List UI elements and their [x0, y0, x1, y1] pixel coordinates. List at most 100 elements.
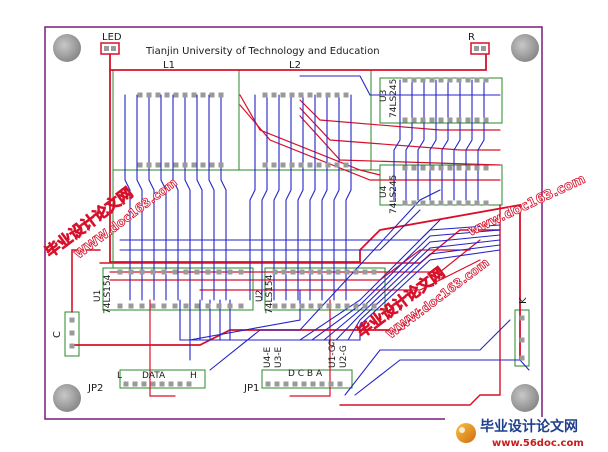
pad: [146, 92, 152, 98]
pad: [161, 303, 167, 309]
h-pin-label: H: [190, 371, 197, 381]
pad: [262, 162, 268, 168]
led-connector: [100, 42, 120, 55]
pad: [343, 162, 349, 168]
u3-part-label: 74LS245: [389, 79, 399, 118]
pad: [353, 303, 359, 309]
pad: [265, 381, 271, 387]
pad: [328, 381, 334, 387]
pad: [447, 165, 453, 171]
pad: [194, 303, 200, 309]
pad: [292, 381, 298, 387]
pad: [411, 117, 417, 123]
pad: [438, 77, 444, 83]
pad: [280, 92, 286, 98]
pad: [438, 165, 444, 171]
site-logo-icon: [456, 423, 476, 443]
u4-e-label: U4-E: [263, 346, 273, 368]
pad: [456, 117, 462, 123]
trace-red: [339, 204, 501, 406]
u3-label: U3: [379, 90, 389, 102]
pad: [238, 269, 244, 275]
pad: [137, 92, 143, 98]
u4-part-label: 74LS245: [389, 175, 399, 214]
trace-blue: [179, 224, 501, 341]
trace-blue: [184, 94, 191, 301]
pad: [173, 92, 179, 98]
pad: [168, 381, 174, 387]
pad: [344, 269, 350, 275]
pad: [308, 269, 314, 275]
pad: [155, 162, 161, 168]
l2-label: L2: [289, 60, 301, 71]
pad: [298, 162, 304, 168]
u2-g-label: U2-G: [339, 345, 349, 368]
pad: [172, 269, 178, 275]
pad: [429, 200, 435, 206]
pad: [402, 77, 408, 83]
pad: [301, 381, 307, 387]
pad: [474, 200, 480, 206]
pad: [319, 381, 325, 387]
c-label: C: [52, 331, 63, 338]
pad: [519, 355, 525, 361]
pad: [519, 337, 525, 343]
pad: [289, 162, 295, 168]
pad: [474, 117, 480, 123]
pad: [447, 77, 453, 83]
pad: [141, 381, 147, 387]
trace-blue: [393, 79, 401, 201]
board-outline: [44, 26, 543, 420]
pad: [483, 77, 489, 83]
pad: [316, 92, 322, 98]
pad: [519, 315, 525, 321]
trace-blue: [453, 79, 461, 201]
pad: [429, 77, 435, 83]
trace-blue: [465, 79, 473, 201]
pad: [194, 269, 200, 275]
pad: [159, 381, 165, 387]
pad: [474, 77, 480, 83]
pad: [146, 162, 152, 168]
pad: [290, 269, 296, 275]
pad: [326, 303, 332, 309]
pad: [280, 162, 286, 168]
trace-blue: [160, 94, 167, 301]
g-pins-label: G: [328, 339, 335, 349]
r-connector: [470, 42, 490, 55]
k-label: K: [518, 297, 529, 304]
trace-blue: [441, 79, 449, 201]
u4-label: U4: [379, 185, 389, 198]
u3-e-label: U3-E: [274, 346, 284, 368]
trace-blue: [429, 79, 437, 201]
trace-blue: [354, 359, 530, 396]
trace-blue: [208, 94, 215, 301]
led-label: LED: [102, 32, 122, 43]
trace-blue: [229, 249, 501, 341]
pad: [191, 92, 197, 98]
pad: [289, 92, 295, 98]
pad: [281, 269, 287, 275]
pad: [362, 303, 368, 309]
pad: [281, 303, 287, 309]
trace-blue: [172, 94, 179, 301]
pad: [420, 165, 426, 171]
trace-blue: [220, 94, 227, 301]
u1-g-label: U1-G: [328, 345, 338, 368]
pad: [128, 303, 134, 309]
pad: [172, 303, 178, 309]
pad: [117, 269, 123, 275]
pad: [164, 92, 170, 98]
pad: [173, 162, 179, 168]
pad: [139, 269, 145, 275]
trace-red: [299, 99, 501, 131]
jp2-label: JP2: [87, 383, 103, 394]
pad: [402, 165, 408, 171]
pad: [183, 303, 189, 309]
pad: [307, 92, 313, 98]
mount-hole-top-left: [53, 34, 81, 62]
pad: [274, 381, 280, 387]
trace-blue: [148, 94, 155, 301]
pad: [216, 269, 222, 275]
